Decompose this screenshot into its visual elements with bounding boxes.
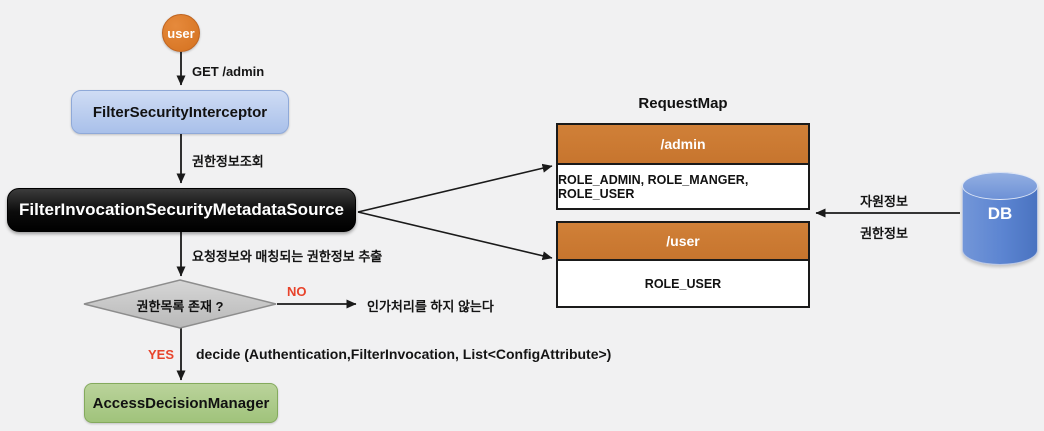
filter-invocation-security-metadata-source-label: FilterInvocationSecurityMetadataSource	[19, 200, 344, 219]
edge-label-yes: YES	[147, 347, 174, 362]
db-label: DB	[987, 204, 1013, 223]
request-map-admin-roles: ROLE_ADMIN, ROLE_MANGER, ROLE_USER	[558, 165, 808, 208]
edge-label-permission-info: 권한정보	[860, 226, 908, 241]
edge-label-get-admin: GET /admin	[192, 64, 265, 79]
access-decision-manager-label: AccessDecisionManager	[92, 394, 270, 412]
access-decision-manager-node: AccessDecisionManager	[84, 383, 278, 423]
arrow-metadata-source-to-admin-map	[357, 163, 553, 213]
request-map-admin-entry: /admin ROLE_ADMIN, ROLE_MANGER, ROLE_USE…	[556, 123, 810, 210]
user-node-label: user	[167, 25, 195, 41]
request-map-title: RequestMap	[638, 95, 728, 112]
edge-label-permission-lookup: 권한정보조회	[192, 154, 264, 169]
edge-label-extract-matching-permission: 요청정보와 매칭되는 권한정보 추출	[192, 249, 383, 264]
edge-label-decide-call: decide (Authentication,FilterInvocation,…	[196, 346, 612, 362]
edge-label-resource-info: 자원정보	[860, 194, 908, 209]
request-map-user-roles: ROLE_USER	[558, 261, 808, 306]
filter-security-interceptor-node: FilterSecurityInterceptor	[71, 90, 289, 134]
edge-label-no: NO	[287, 284, 307, 299]
db-cylinder-top-icon	[962, 172, 1038, 200]
request-map-user-entry: /user ROLE_USER	[556, 221, 810, 308]
filter-security-interceptor-label: FilterSecurityInterceptor	[92, 103, 268, 121]
filter-invocation-security-metadata-source-node: FilterInvocationSecurityMetadataSource	[7, 188, 356, 232]
permission-list-decision-label: 권한목록 존재 ?	[136, 299, 224, 314]
request-map-user-path: /user	[558, 223, 808, 261]
request-map-admin-path: /admin	[558, 125, 808, 165]
arrow-metadata-source-to-user-map	[357, 211, 553, 261]
no-outcome-label: 인가처리를 하지 않는다	[367, 299, 494, 314]
user-node: user	[162, 14, 200, 52]
